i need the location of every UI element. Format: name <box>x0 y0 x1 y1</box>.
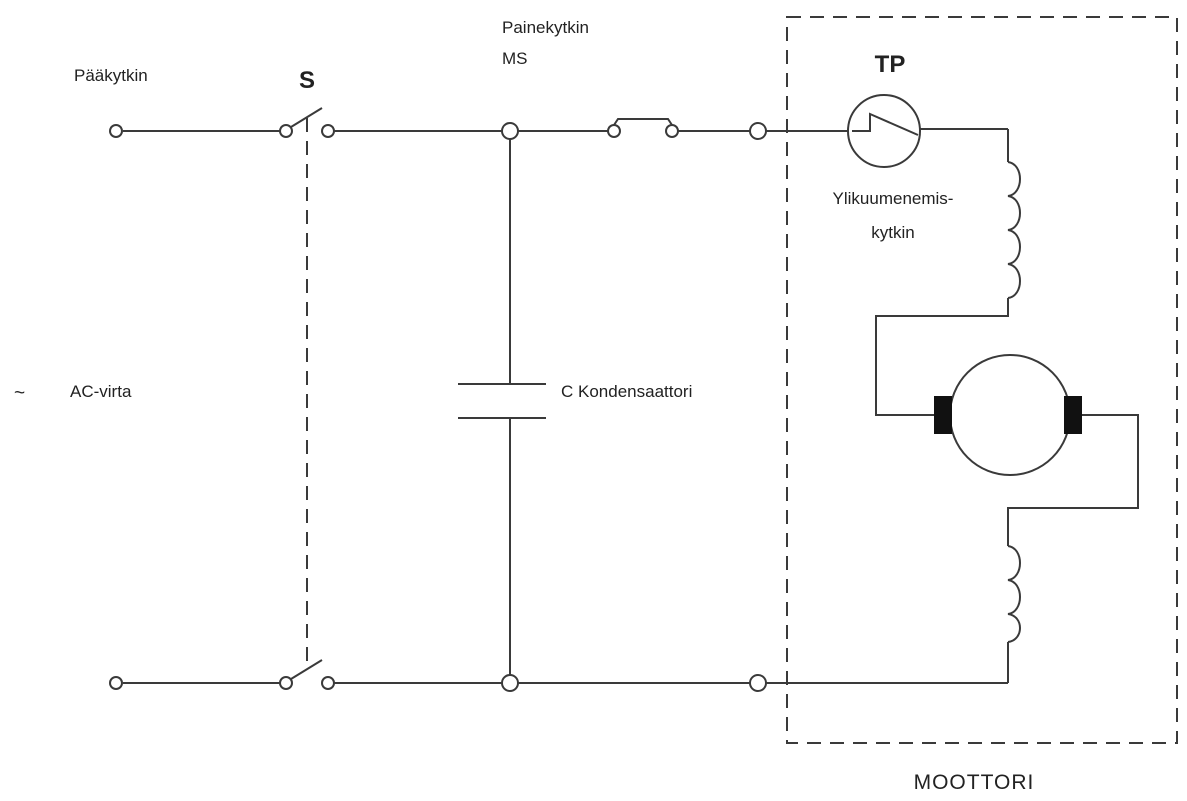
label-ac-power: AC-virta <box>70 382 132 401</box>
label-thermal-line1: Ylikuumenemis- <box>833 189 954 208</box>
brush-left <box>934 396 952 434</box>
terminals <box>109 122 767 692</box>
capacitor <box>458 139 546 675</box>
label-thermal-line2: kytkin <box>871 223 914 242</box>
label-pressure-switch-line2: MS <box>502 49 528 68</box>
label-thermal-symbol: TP <box>875 51 906 78</box>
label-ac-symbol: ~ <box>14 383 25 404</box>
label-main-switch: Pääkytkin <box>74 66 148 85</box>
terminal-bottom-left <box>109 676 123 690</box>
terminal-top-left <box>109 124 123 138</box>
terminal-junction-bottom <box>501 674 519 692</box>
terminal-junction-top <box>501 122 519 140</box>
motor <box>934 354 1082 476</box>
winding-upper <box>875 129 1021 416</box>
motor-enclosure <box>786 16 1178 744</box>
label-capacitor: C Kondensaattori <box>561 382 692 401</box>
label-motor: MOOTTORI <box>914 771 1035 794</box>
top-line <box>123 128 1008 132</box>
label-switch-symbol: S <box>299 67 315 94</box>
terminal-motor-top <box>749 122 767 140</box>
winding-lower <box>1007 414 1139 683</box>
pressure-switch <box>607 118 679 138</box>
thermal-protector <box>847 94 921 168</box>
terminal-motor-bottom <box>749 674 767 692</box>
main-switch <box>279 107 335 690</box>
label-pressure-switch-line1: Painekytkin <box>502 18 589 37</box>
brush-right <box>1064 396 1082 434</box>
